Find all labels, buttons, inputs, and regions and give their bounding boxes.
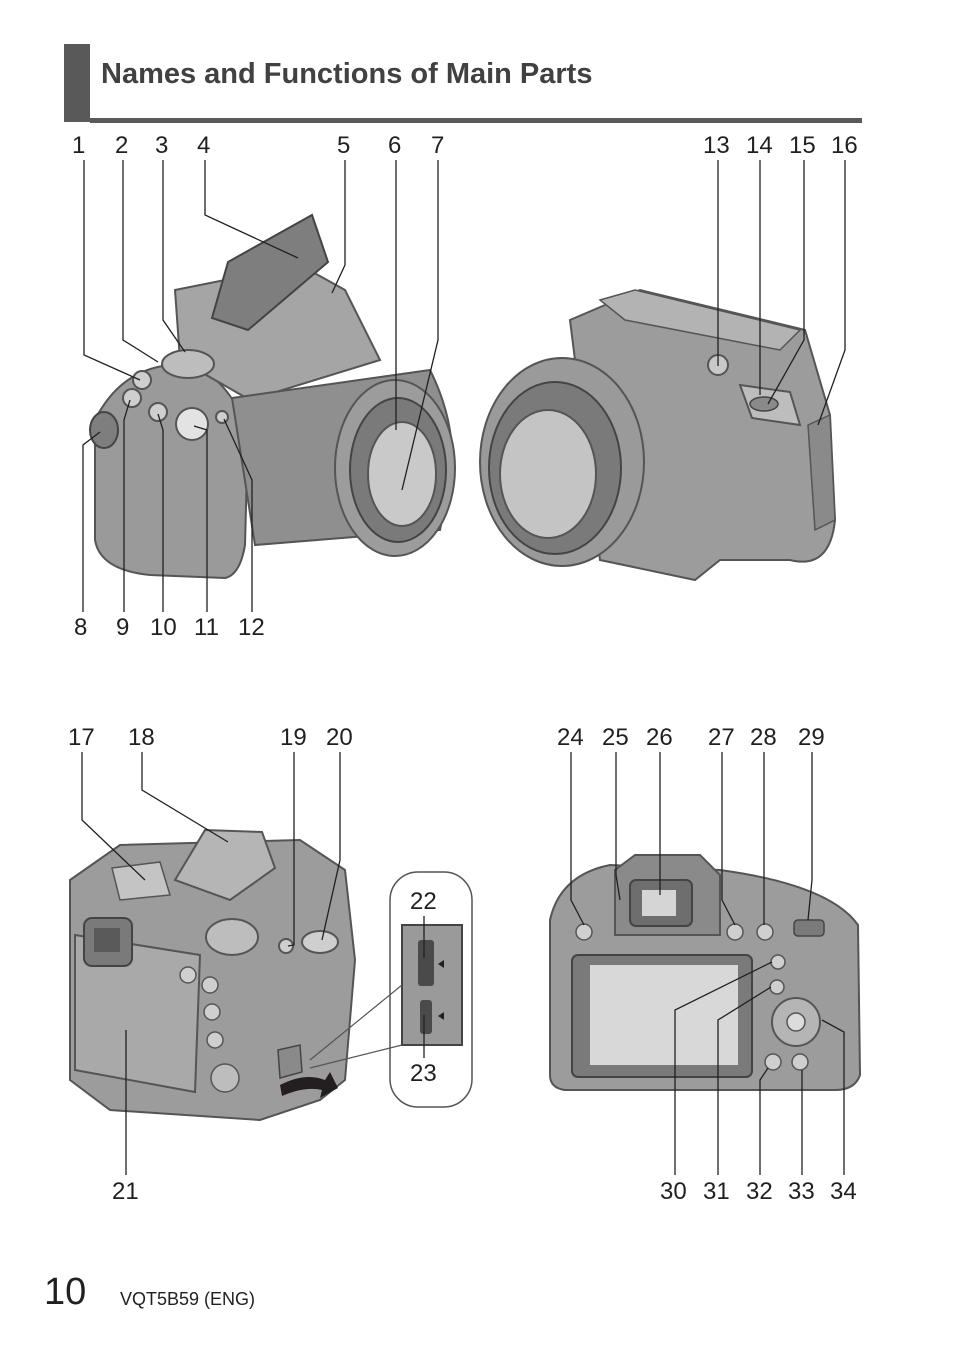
callout-31: 31 — [703, 1178, 730, 1205]
callout-27: 27 — [708, 724, 735, 751]
callout-30: 30 — [660, 1178, 687, 1205]
callout-4: 4 — [197, 132, 211, 159]
callout-17: 17 — [68, 724, 95, 751]
callout-32: 32 — [746, 1178, 773, 1205]
camera-back-angled-view — [69, 828, 357, 1122]
callout-15: 15 — [789, 132, 816, 159]
camera-front-view — [89, 213, 456, 580]
callout-21: 21 — [112, 1178, 139, 1205]
callout-2: 2 — [115, 132, 129, 159]
callout-24: 24 — [557, 724, 584, 751]
callout-26: 26 — [646, 724, 673, 751]
callout-16: 16 — [831, 132, 858, 159]
callout-12: 12 — [238, 614, 265, 641]
callout-10: 10 — [150, 614, 177, 641]
callout-8: 8 — [74, 614, 88, 641]
callout-23: 23 — [410, 1060, 437, 1087]
page-number: 10 — [44, 1271, 87, 1313]
terminal-inset — [309, 871, 473, 1108]
callout-14: 14 — [746, 132, 773, 159]
callout-29: 29 — [798, 724, 825, 751]
header-underline — [90, 118, 862, 123]
camera-back-view — [549, 854, 862, 1091]
callout-6: 6 — [388, 132, 402, 159]
callout-18: 18 — [128, 724, 155, 751]
callout-13: 13 — [703, 132, 730, 159]
callout-19: 19 — [280, 724, 307, 751]
header-accent-bar — [64, 44, 90, 122]
callout-7: 7 — [431, 132, 445, 159]
camera-side-view — [479, 288, 837, 582]
document-code: VQT5B59 (ENG) — [120, 1289, 256, 1309]
callout-33: 33 — [788, 1178, 815, 1205]
callout-34: 34 — [830, 1178, 857, 1205]
callout-9: 9 — [116, 614, 130, 641]
callout-1: 1 — [72, 132, 86, 159]
callout-25: 25 — [602, 724, 629, 751]
callout-20: 20 — [326, 724, 353, 751]
callout-11: 11 — [194, 614, 219, 641]
page-title: Names and Functions of Main Parts — [101, 58, 593, 90]
callout-5: 5 — [337, 132, 351, 159]
arrow-open-door-icon — [280, 1072, 338, 1098]
callout-3: 3 — [155, 132, 169, 159]
callout-22: 22 — [410, 888, 437, 915]
leader-lines — [81, 160, 846, 1175]
section-header: Names and Functions of Main Parts — [64, 44, 862, 124]
callout-28: 28 — [750, 724, 777, 751]
